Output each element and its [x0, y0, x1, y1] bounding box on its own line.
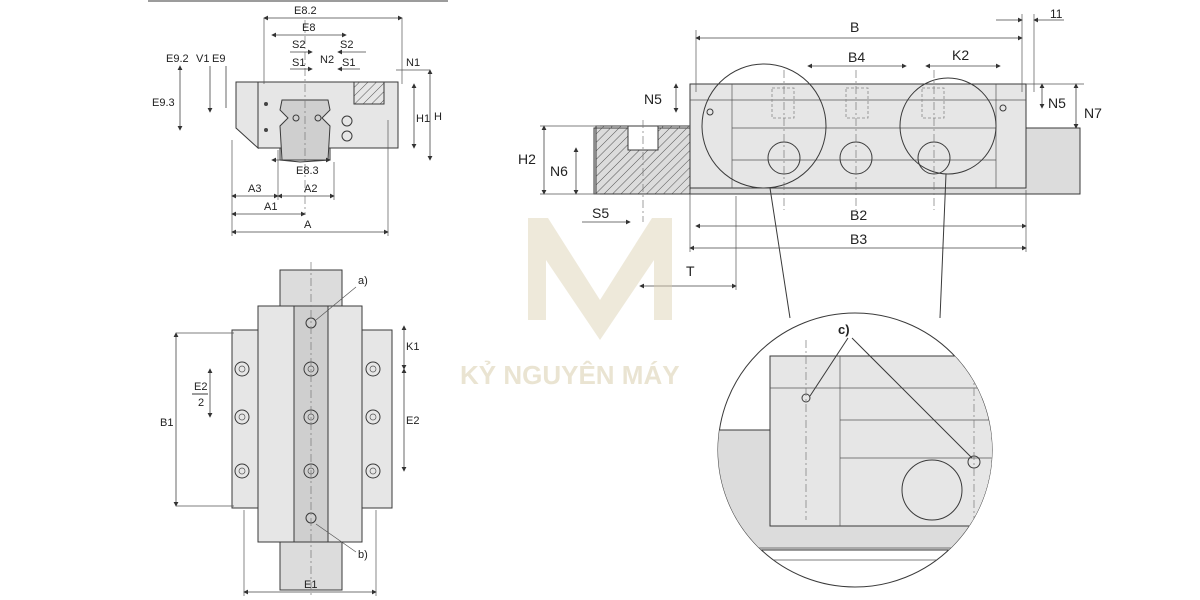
side-view: B 11 B4 K2 N5 N5 N7 H2 N6 S5 B2 B3 T	[518, 7, 1102, 319]
label-e9: E9	[212, 53, 225, 65]
label-e2-half-den: 2	[198, 397, 204, 409]
label-s2-right: S2	[340, 39, 353, 51]
carriage-left-wing	[235, 81, 259, 150]
label-n1: N1	[406, 57, 420, 69]
label-h1: H1	[416, 113, 430, 125]
label-a2: A2	[304, 183, 317, 195]
label-a1: A1	[264, 201, 277, 213]
watermark-logo	[528, 218, 672, 340]
label-c-note: c)	[838, 322, 850, 337]
label-n7: N7	[1084, 105, 1102, 121]
label-a: A	[304, 219, 312, 231]
label-k1: K1	[406, 341, 419, 353]
detail-bore	[901, 459, 963, 521]
screw-hole-2	[264, 128, 268, 132]
label-s1-left: S1	[292, 57, 305, 69]
carriage-side	[689, 83, 1027, 189]
label-e8-3: E8.3	[296, 165, 319, 177]
screw-hole-1	[264, 102, 268, 106]
magnify-circle-left	[701, 63, 827, 189]
watermark-text: KỶ NGUYÊN MÁY	[460, 360, 680, 390]
detail-view: c)	[717, 312, 993, 588]
label-n5-right: N5	[1048, 95, 1066, 111]
label-e9-3: E9.3	[152, 97, 175, 109]
ball-2	[292, 114, 300, 122]
label-n5-left: N5	[644, 91, 662, 107]
rail-bottom-stub	[279, 539, 343, 591]
label-v1: V1	[196, 53, 209, 65]
label-b2: B2	[850, 207, 867, 223]
label-11: 11	[1050, 7, 1063, 21]
label-a-note: a)	[358, 275, 368, 287]
ball-1	[314, 114, 322, 122]
label-e2: E2	[406, 415, 419, 427]
label-e1: E1	[304, 579, 317, 591]
label-e9-2: E9.2	[166, 53, 189, 65]
label-e2-half-num: E2	[194, 381, 207, 393]
label-s2-left: S2	[292, 39, 305, 51]
label-b3: B3	[850, 231, 867, 247]
label-t: T	[686, 263, 695, 279]
label-k2: K2	[952, 47, 969, 63]
label-b-note: b)	[358, 549, 368, 561]
magnify-circle-right	[899, 77, 997, 175]
label-n6: N6	[550, 163, 568, 179]
front-view: E8.2 E8 S2 S2 S1 S1 N2 N1 E9.2 V1 E9 E9.…	[152, 5, 442, 236]
top-view: a) b) K1 E2 2 B1 E2 E1	[160, 262, 419, 596]
label-s5: S5	[592, 205, 609, 221]
label-e8: E8	[302, 22, 315, 34]
label-h2: H2	[518, 151, 536, 167]
label-b1: B1	[160, 417, 173, 429]
watermark: KỶ NGUYÊN MÁY	[460, 218, 680, 390]
label-s1-right: S1	[342, 57, 355, 69]
label-e8-2: E8.2	[294, 5, 317, 17]
roller-2	[341, 130, 353, 142]
label-b4: B4	[848, 49, 865, 65]
label-a3: A3	[248, 183, 261, 195]
roller-1	[341, 115, 353, 127]
lube-port	[353, 81, 385, 105]
label-h: H	[434, 111, 442, 123]
label-b: B	[850, 19, 859, 35]
label-n2: N2	[320, 54, 334, 66]
